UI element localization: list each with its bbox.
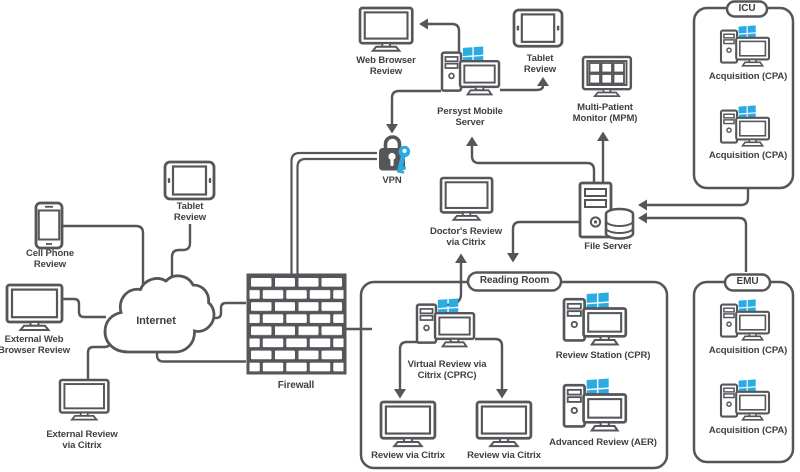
vpn-lock-icon (379, 135, 411, 174)
emu-acquisition-1-icon (719, 298, 771, 341)
advanced-review-icon (562, 377, 628, 432)
persyst-mobile-server-label: Persyst Mobile Server (437, 106, 503, 129)
tablet-review-left-label: Tablet Review (173, 201, 207, 224)
line-vpn-tunnel-inner (296, 157, 377, 274)
line-emu-fileserver (647, 216, 748, 272)
emu-acquisition-2-icon (719, 378, 771, 421)
line-fileserver-persyst (470, 146, 596, 184)
review-via-citrix-right-label: Review via Citrix (467, 450, 541, 461)
line-virtualreview-rvc-left (398, 340, 418, 389)
vpn-label: VPN (382, 175, 402, 186)
line-internet-firewall2 (155, 351, 246, 363)
reading-room-title: Reading Room (479, 275, 550, 286)
line-persyst-webbrowser (428, 22, 461, 53)
line-virtualreview-doctors (445, 263, 463, 307)
icu-title-pill (725, 0, 769, 18)
multi-patient-monitor-icon (581, 55, 633, 98)
icu-acquisition-2-label: Acquisition (CPA) (708, 150, 788, 161)
emu-acquisition-2-label: Acquisition (CPA) (708, 425, 788, 436)
emu-title-pill (723, 273, 772, 292)
virtual-review-label: Virtual Review via Citrix (CPRC) (407, 359, 487, 382)
external-web-browser-icon (5, 283, 64, 332)
advanced-review-label: Advanced Review (AER) (549, 437, 657, 448)
line-phone-internet (62, 224, 145, 292)
connectors (62, 18, 750, 399)
review-station-icon (562, 291, 628, 346)
line-virtualreview-rvc-right (475, 337, 504, 389)
emu-title: EMU (736, 276, 759, 287)
tablet-review-left-icon (163, 160, 216, 201)
file-server-label: File Server (584, 241, 632, 252)
doctors-review-icon (439, 176, 494, 222)
review-via-citrix-left-label: Review via Citrix (371, 450, 445, 461)
cell-phone-review-label: Cell Phone Review (25, 248, 75, 271)
group-boxes (359, 0, 795, 470)
web-browser-review-label: Web Browser Review (356, 55, 416, 78)
web-browser-review-icon (358, 6, 414, 53)
external-review-citrix-icon (58, 378, 110, 421)
line-icu-fileserver (647, 188, 750, 207)
internet-cloud-icon (103, 274, 216, 354)
review-via-citrix-left-icon (379, 400, 437, 448)
doctors-review-label: Doctor's Review via Citrix (429, 226, 503, 249)
line-persyst-tablet (500, 85, 545, 92)
firewall-label: Firewall (277, 380, 315, 391)
internet-label: Internet (136, 315, 176, 327)
line-extweb-internet (62, 297, 106, 319)
line-fileserver-readingroom (511, 220, 580, 253)
multi-patient-monitor-label: Multi-Patient Monitor (MPM) (572, 102, 638, 125)
persyst-mobile-server-icon (440, 45, 501, 96)
tablet-review-right-label: Tablet Review (523, 53, 557, 76)
external-web-browser-review-label: External Web Browser Review (0, 334, 70, 357)
virtual-review-icon (415, 297, 476, 348)
emu-acquisition-1-label: Acquisition (CPA) (708, 345, 788, 356)
tablet-review-right-icon (512, 8, 564, 48)
reading-room-title-pill (466, 271, 563, 292)
icu-acquisition-2-icon (719, 104, 771, 147)
icu-title: ICU (738, 3, 756, 14)
external-review-via-citrix-label: External Review via Citrix (46, 429, 118, 452)
review-via-citrix-right-icon (475, 400, 533, 448)
line-persyst-vpn (390, 89, 441, 124)
line-vpn-tunnel-outer (290, 151, 377, 274)
firewall-icon (246, 273, 347, 375)
line-tablet-internet (170, 224, 192, 286)
icu-acquisition-1-label: Acquisition (CPA) (708, 71, 788, 82)
vpn-key-icon (397, 145, 411, 174)
review-station-label: Review Station (CPR) (555, 350, 651, 361)
file-server-icon (578, 181, 635, 240)
line-internet-firewall (207, 301, 246, 320)
line-internet-extreview (86, 340, 112, 379)
cell-phone-icon (34, 201, 64, 250)
icu-acquisition-1-icon (719, 24, 771, 67)
